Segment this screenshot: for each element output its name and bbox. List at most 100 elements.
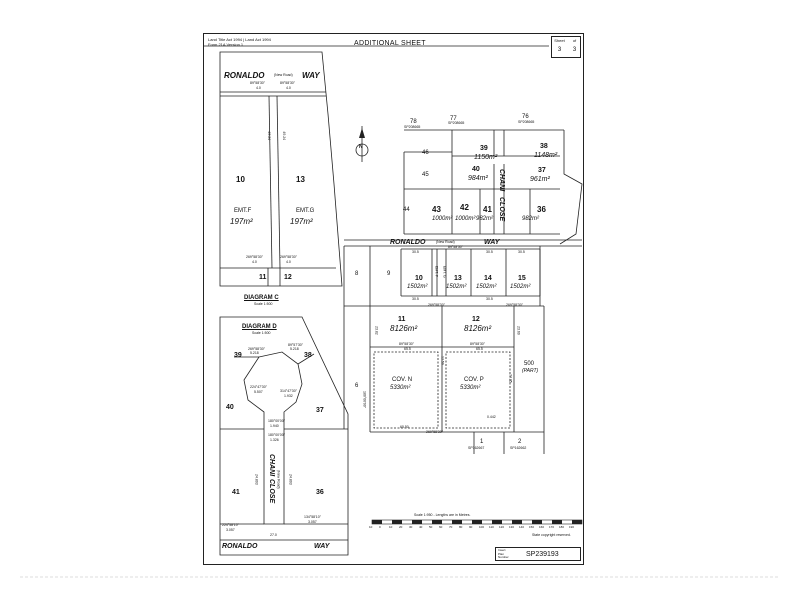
diagram-d-d7: 3.057 bbox=[226, 528, 235, 532]
lot-10: 10 bbox=[415, 275, 423, 282]
lot-43: 43 bbox=[432, 205, 441, 214]
diagram-d-lot-36: 36 bbox=[316, 489, 324, 496]
diagram-d-lot-40: 40 bbox=[226, 404, 234, 411]
diagram-d-b7: 224°58'10" bbox=[222, 523, 239, 527]
scale-tick-label: 120 bbox=[499, 525, 505, 529]
diagram-d-len-right: 24.803 bbox=[288, 474, 293, 485]
diagram-d-len-left: 24.803 bbox=[254, 474, 259, 485]
dist-0442: 0.442 bbox=[487, 415, 496, 419]
emt-f-label: EMT. F bbox=[434, 266, 439, 278]
diagram-c-title: DIAGRAM C bbox=[244, 295, 279, 301]
diagram-d-boundary bbox=[219, 316, 349, 556]
lot-37-area: 961m² bbox=[530, 176, 550, 183]
diagram-d-d6: 1.326 bbox=[270, 438, 279, 442]
lot-14-area: 1502m² bbox=[476, 284, 497, 290]
sheet-number: 3 bbox=[557, 47, 562, 53]
ronaldo-way-road-suffix: WAY bbox=[484, 239, 500, 246]
scale-tick-label: 160 bbox=[539, 525, 545, 529]
diagram-c-boundary bbox=[219, 51, 343, 287]
scale-tick-label: 150 bbox=[529, 525, 535, 529]
cov-n-area: 5330m² bbox=[390, 385, 411, 391]
lot-36-area: 982m² bbox=[522, 216, 540, 222]
scale-tick-label: 80 bbox=[459, 525, 463, 529]
act-line-1: Land Title Act 1994 | Land Act 1994 bbox=[208, 37, 271, 42]
lot-9: 9 bbox=[387, 271, 391, 277]
dist-2382: 23.82 bbox=[374, 326, 379, 335]
lot-11-area: 8126m² bbox=[390, 324, 418, 333]
ref-76: SP208665 bbox=[518, 120, 535, 124]
lot-40-area: 984m² bbox=[468, 175, 488, 182]
scale-tick-label: 10 bbox=[369, 525, 373, 529]
lot-37: 37 bbox=[538, 167, 546, 174]
ref-77: SP208665 bbox=[448, 121, 465, 125]
emt-g-label: EMT. G bbox=[442, 266, 447, 278]
diagram-c-dist-top-left: 4.0 bbox=[256, 86, 261, 90]
lot-38-area: 1148m² bbox=[534, 152, 558, 159]
lot-76: 76 bbox=[522, 114, 529, 120]
scale-tick-label: 30 bbox=[409, 525, 413, 529]
diagram-d-b5: 180°00'00" bbox=[268, 419, 285, 423]
diagram-d-d9: 27.0 bbox=[270, 533, 277, 537]
lot-13: 13 bbox=[454, 275, 462, 282]
lot-45: 45 bbox=[422, 172, 429, 178]
plan-label-number: Number bbox=[498, 555, 509, 560]
diagram-c-dist-bottom-right: 4.0 bbox=[286, 260, 291, 264]
lot-42: 42 bbox=[460, 203, 469, 212]
scale-tick-label: 100 bbox=[479, 525, 485, 529]
ronaldo-way-road-note: (New Road) bbox=[436, 240, 455, 244]
dist-655-cov-n: 65.5 bbox=[404, 347, 411, 351]
diagram-c-scale: Scale 1:500 bbox=[254, 302, 273, 306]
cov-n-label: COV. N bbox=[392, 377, 413, 383]
sheet-total: 3 bbox=[572, 47, 577, 53]
bearing-main2-cov-n: 89°58'30" bbox=[399, 342, 414, 346]
sheet-title: ADDITIONAL SHEET bbox=[354, 40, 426, 47]
diagram-d-d1: 5.218 bbox=[250, 351, 259, 355]
plan-number-box: Insert Plan Number SP239193 bbox=[495, 547, 581, 561]
lot-38: 38 bbox=[540, 143, 548, 150]
lot-40: 40 bbox=[472, 166, 480, 173]
scale-tick-label: 10 bbox=[389, 525, 393, 529]
act-reference: Land Title Act 1994 | Land Act 1994 Form… bbox=[208, 37, 271, 47]
diagram-d-d4: 1.932 bbox=[284, 394, 293, 398]
of-label: of bbox=[572, 38, 577, 43]
bearing-main-mid: 269°58'30" bbox=[428, 303, 445, 307]
diagram-c-len-a: 49.24 bbox=[267, 131, 272, 141]
diagram-d-d2: 5.218 bbox=[290, 347, 299, 351]
diagram-d-lot-39: 39 bbox=[234, 352, 242, 359]
dist-1250: 12.50 bbox=[440, 356, 445, 365]
diagram-c-emt-f: EMT.F bbox=[234, 208, 252, 214]
scale-tick-label: 20 bbox=[399, 525, 403, 529]
scale-tick-label: 70 bbox=[449, 525, 453, 529]
scale-tick-label: 170 bbox=[549, 525, 555, 529]
bearing-main2-road: 89°58'30" bbox=[448, 245, 463, 249]
diagram-d-b1: 269°58'30" bbox=[248, 347, 265, 351]
diagram-c-len-b: 49.24 bbox=[282, 131, 287, 141]
dist-6550: 65.50 bbox=[400, 425, 409, 429]
north-label: N bbox=[359, 144, 363, 150]
lot-41-area: 982m² bbox=[476, 216, 494, 222]
diagram-c-bearing-top-left: 89°58'30" bbox=[250, 81, 265, 85]
lot-44: 44 bbox=[403, 207, 410, 213]
lot-14: 14 bbox=[484, 275, 492, 282]
diagram-d-title: DIAGRAM D bbox=[242, 324, 277, 330]
scale-tick-label: 0 bbox=[379, 525, 381, 529]
lot-500-note: (PART) bbox=[522, 368, 539, 374]
lot-15-area: 1502m² bbox=[510, 284, 531, 290]
dist-305-b: 30.5 bbox=[486, 250, 493, 254]
scale-tick-label: 60 bbox=[439, 525, 443, 529]
lot-39-area: 1150m² bbox=[474, 154, 498, 161]
lot-10-area: 1502m² bbox=[407, 284, 428, 290]
diagram-d-d5: 1.940 bbox=[270, 424, 279, 428]
lot-43-area: 1000m² bbox=[432, 216, 453, 222]
cov-p-area: 5330m² bbox=[460, 385, 481, 391]
lot-46: 46 bbox=[422, 150, 429, 156]
diagram-d-b6: 180°00'00" bbox=[268, 433, 285, 437]
sheet-number-box: Sheet of 3 3 bbox=[551, 36, 581, 58]
ronaldo-way-road: RONALDO bbox=[390, 239, 426, 246]
dist-305-e: 30.5 bbox=[486, 297, 493, 301]
diagram-c-bearing-bottom-right: 269°58'30" bbox=[280, 255, 297, 259]
dist-305-a: 30.5 bbox=[412, 250, 419, 254]
lot-11: 11 bbox=[398, 316, 406, 323]
diagram-c-emt-g: EMT.G bbox=[296, 208, 315, 214]
